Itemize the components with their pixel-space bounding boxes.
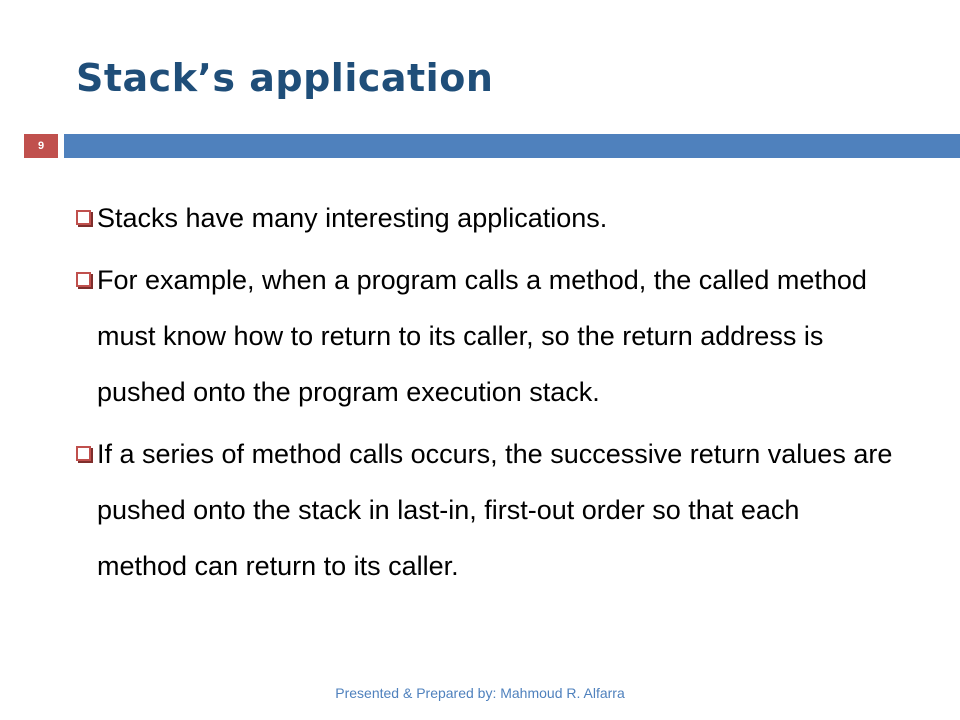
bullet-text: Stacks have many interesting application… <box>97 203 608 233</box>
square-bullet-icon <box>76 272 91 287</box>
footer-credit: Presented & Prepared by: Mahmoud R. Alfa… <box>335 685 625 701</box>
bullet-text: If a series of method calls occurs, the … <box>97 439 893 581</box>
square-bullet-icon <box>76 446 91 461</box>
bullet-list: Stacks have many interesting application… <box>76 190 896 600</box>
bullet-item: Stacks have many interesting application… <box>76 190 896 246</box>
slide-number: 9 <box>24 134 58 158</box>
bullet-item: For example, when a program calls a meth… <box>76 252 896 420</box>
square-bullet-icon <box>76 210 91 225</box>
bullet-text: For example, when a program calls a meth… <box>97 265 867 407</box>
title-divider-bar <box>64 134 960 158</box>
bullet-item: If a series of method calls occurs, the … <box>76 426 896 594</box>
slide-title: Stack’s application <box>76 56 494 100</box>
